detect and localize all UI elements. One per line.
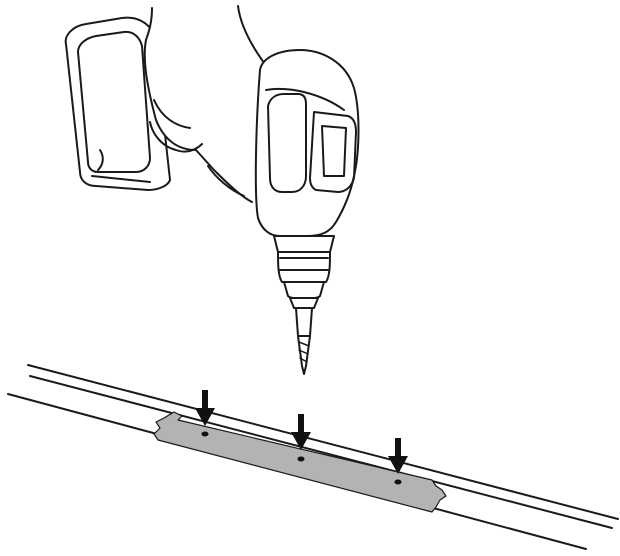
down-arrow-icon — [195, 390, 215, 426]
drill-mark-1 — [201, 431, 209, 437]
down-arrow-icon — [388, 438, 408, 474]
down-arrows — [195, 390, 408, 474]
drill-body — [254, 49, 360, 237]
battery-pack — [64, 16, 171, 191]
drill-marks — [201, 431, 402, 485]
drill-mark-2 — [297, 456, 305, 462]
drill-mark-3 — [394, 479, 402, 485]
masking-tape — [153, 411, 447, 513]
down-arrow-icon — [291, 414, 311, 450]
drill-bit — [295, 307, 313, 375]
drill-chuck — [273, 235, 335, 309]
